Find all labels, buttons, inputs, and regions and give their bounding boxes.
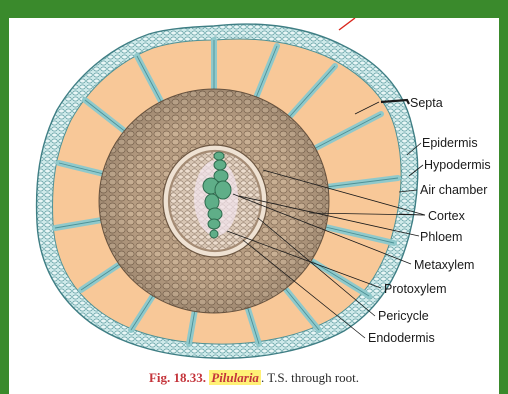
label-air-chamber: Air chamber xyxy=(420,183,487,197)
figure-caption: Fig. 18.33. Pilularia. T.S. through root… xyxy=(9,370,499,386)
label-phloem: Phloem xyxy=(420,230,462,244)
caption-fig-number: Fig. 18.33. xyxy=(149,370,206,385)
label-epidermis: Epidermis xyxy=(422,136,478,150)
label-hypodermis: Hypodermis xyxy=(424,158,491,172)
label-protoxylem: Protoxylem xyxy=(384,282,447,296)
root-cross-section-diagram: Septa Epidermis Hypodermis Air chamber C… xyxy=(9,18,499,394)
label-endodermis: Endodermis xyxy=(368,331,435,345)
metaxylem-vessel xyxy=(205,194,219,210)
red-pointer-line xyxy=(339,18,355,30)
protoxylem-vessel xyxy=(210,230,218,238)
caption-text: . T.S. through root. xyxy=(261,370,359,385)
label-cortex: Cortex xyxy=(428,209,466,223)
label-metaxylem: Metaxylem xyxy=(414,258,474,272)
figure-panel: Septa Epidermis Hypodermis Air chamber C… xyxy=(9,18,499,394)
label-pericycle: Pericycle xyxy=(378,309,429,323)
label-septa: Septa xyxy=(410,96,443,110)
caption-genus: Pilularia xyxy=(209,370,261,385)
